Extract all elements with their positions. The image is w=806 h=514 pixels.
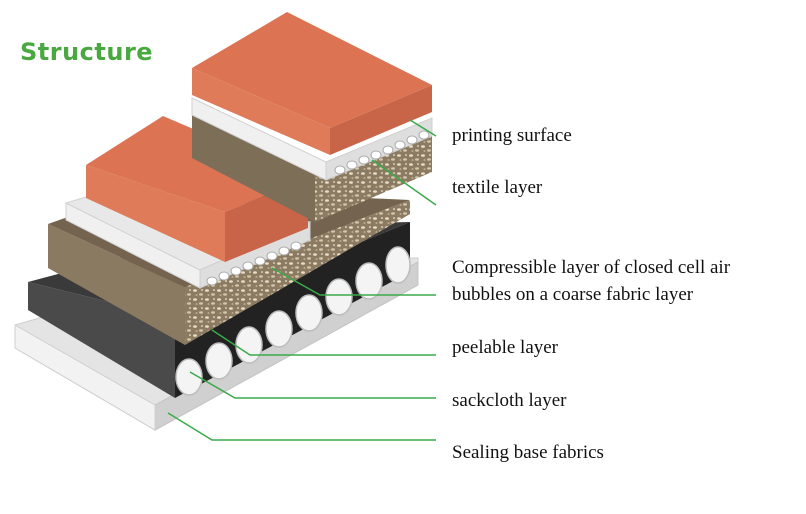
label-sealing-base-fabrics: Sealing base fabrics bbox=[452, 442, 604, 463]
sackcloth-bubble-row bbox=[175, 246, 411, 396]
label-printing-surface: printing surface bbox=[452, 125, 572, 146]
leader-peelable-layer bbox=[211, 329, 436, 356]
lower-air-cell-row bbox=[206, 241, 302, 286]
label-textile-layer: textile layer bbox=[452, 177, 543, 198]
upper-air-cell-row bbox=[334, 130, 430, 175]
leader-sackcloth-layer bbox=[189, 371, 436, 399]
label-peelable-layer: peelable layer bbox=[452, 337, 559, 358]
label-compressible-layer-line-1: Compressible layer of closed cell air bbox=[452, 257, 731, 278]
leader-printing-surface bbox=[409, 119, 437, 137]
label-sackcloth-layer: sackcloth layer bbox=[452, 390, 567, 411]
leader-compressible-layer bbox=[271, 267, 436, 296]
diagram-title: Structure bbox=[20, 38, 154, 66]
upper-printing-surface-block bbox=[192, 12, 432, 155]
leader-textile-layer bbox=[371, 159, 437, 206]
label-compressible-layer-line-2: bubbles on a coarse fabric layer bbox=[452, 284, 694, 305]
leader-sealing-base bbox=[167, 412, 436, 441]
leader-lines bbox=[167, 119, 437, 441]
